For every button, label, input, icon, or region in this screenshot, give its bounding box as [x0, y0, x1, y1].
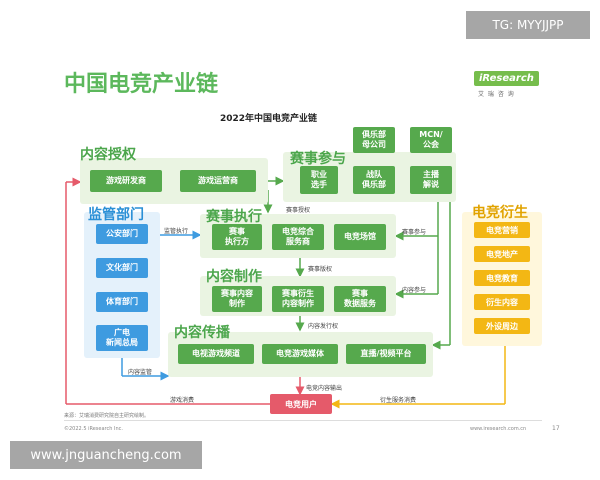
event-execution-title: 赛事执行	[206, 209, 262, 225]
logo-brand: iResearch	[474, 71, 539, 86]
event-content-production-box: 赛事内容 制作	[212, 286, 262, 312]
pro-player-box: 职业 选手	[300, 166, 338, 194]
footer-website: www.iresearch.com.cn	[470, 426, 527, 432]
game-developer-box: 游戏研发商	[90, 170, 162, 192]
public-security-box: 公安部门	[96, 224, 148, 244]
logo-sub: 艾 瑞 咨 询	[478, 91, 515, 98]
streamer-commentator-label: 主播 解说	[423, 170, 439, 189]
streamer-commentator-box: 主播 解说	[410, 166, 452, 194]
derivative-content-box: 衍生内容	[474, 294, 530, 310]
watermark-bottom: www.jnguancheng.com	[10, 441, 202, 469]
diagram-title: 2022年中国电竞产业链	[220, 114, 318, 124]
label-derivative-consumption: 衍生服务消费	[380, 397, 417, 404]
mcn-guild-label: MCN/ 公会	[419, 130, 443, 149]
broadcast-admin-box: 广电 新闻总局	[96, 325, 148, 351]
club-parent-company-box: 俱乐部 母公司	[353, 127, 395, 153]
footer-source: 来源：艾瑞消费研究院自主研究绘制。	[64, 413, 150, 419]
game-operator-box: 游戏运营商	[180, 170, 256, 192]
peripherals-box: 外设周边	[474, 318, 530, 334]
regulators-title: 监管部门	[88, 207, 144, 223]
label-event-auth: 赛事授权	[286, 207, 311, 214]
footer-divider	[64, 420, 542, 421]
culture-dept-box: 文化部门	[96, 258, 148, 278]
sports-dept-box: 体育部门	[96, 292, 148, 312]
pro-player-label: 职业 选手	[311, 170, 327, 189]
esports-venue-label: 电竞场馆	[344, 232, 376, 242]
content-distribution-title: 内容传播	[174, 325, 230, 341]
club-parent-company-label: 俱乐部 母公司	[362, 130, 386, 149]
page-title: 中国电竞产业链	[64, 72, 219, 97]
label-content-participation: 内容参与	[402, 287, 427, 294]
label-content-output: 电竞内容输出	[306, 385, 343, 392]
label-event-participation: 赛事参与	[402, 229, 427, 236]
content-production-title: 内容制作	[206, 269, 262, 285]
esports-venue-box: 电竞场馆	[334, 224, 386, 250]
esports-service-provider-box: 电竞综合 服务商	[272, 224, 324, 250]
label-event-copyright: 赛事版权	[308, 266, 333, 273]
label-content-release: 内容发行权	[308, 323, 339, 330]
event-data-service-box: 赛事 数据服务	[334, 286, 386, 312]
live-video-platform-box: 直播/视频平台	[346, 344, 426, 364]
label-content-regulation: 内容监管	[128, 369, 153, 376]
esports-service-provider-label: 电竞综合 服务商	[282, 227, 314, 246]
derivatives-title: 电竞衍生	[472, 205, 528, 221]
broadcast-admin-label: 广电 新闻总局	[106, 328, 138, 347]
derivative-content-production-box: 赛事衍生 内容制作	[272, 286, 324, 312]
footer-copyright: ©2022.5 iResearch Inc.	[64, 426, 123, 432]
label-regulation-exec: 监管执行	[164, 228, 189, 235]
footer-page-number: 17	[552, 425, 560, 432]
esports-marketing-box: 电竞营销	[474, 222, 530, 238]
team-club-box: 战队 俱乐部	[353, 166, 395, 194]
watermark-top: TG: MYYJJPP	[466, 11, 590, 39]
content-auth-title: 内容授权	[80, 147, 136, 163]
event-data-service-label: 赛事 数据服务	[344, 289, 376, 308]
event-executor-label: 赛事 执行方	[225, 227, 249, 246]
esports-users-box: 电竞用户	[270, 394, 332, 414]
mcn-guild-box: MCN/ 公会	[410, 127, 452, 153]
tv-game-channel-box: 电视游戏频道	[178, 344, 254, 364]
iresearch-logo: iResearch 艾 瑞 咨 询	[474, 66, 546, 100]
event-participation-title: 赛事参与	[290, 151, 346, 167]
event-executor-box: 赛事 执行方	[212, 224, 262, 250]
event-content-production-label: 赛事内容 制作	[221, 289, 253, 308]
esports-media-box: 电竞游戏媒体	[262, 344, 338, 364]
team-club-label: 战队 俱乐部	[362, 170, 386, 189]
derivative-content-production-label: 赛事衍生 内容制作	[282, 289, 314, 308]
label-game-consumption: 游戏消费	[170, 397, 195, 404]
esports-realestate-box: 电竞地产	[474, 246, 530, 262]
esports-education-box: 电竞教育	[474, 270, 530, 286]
